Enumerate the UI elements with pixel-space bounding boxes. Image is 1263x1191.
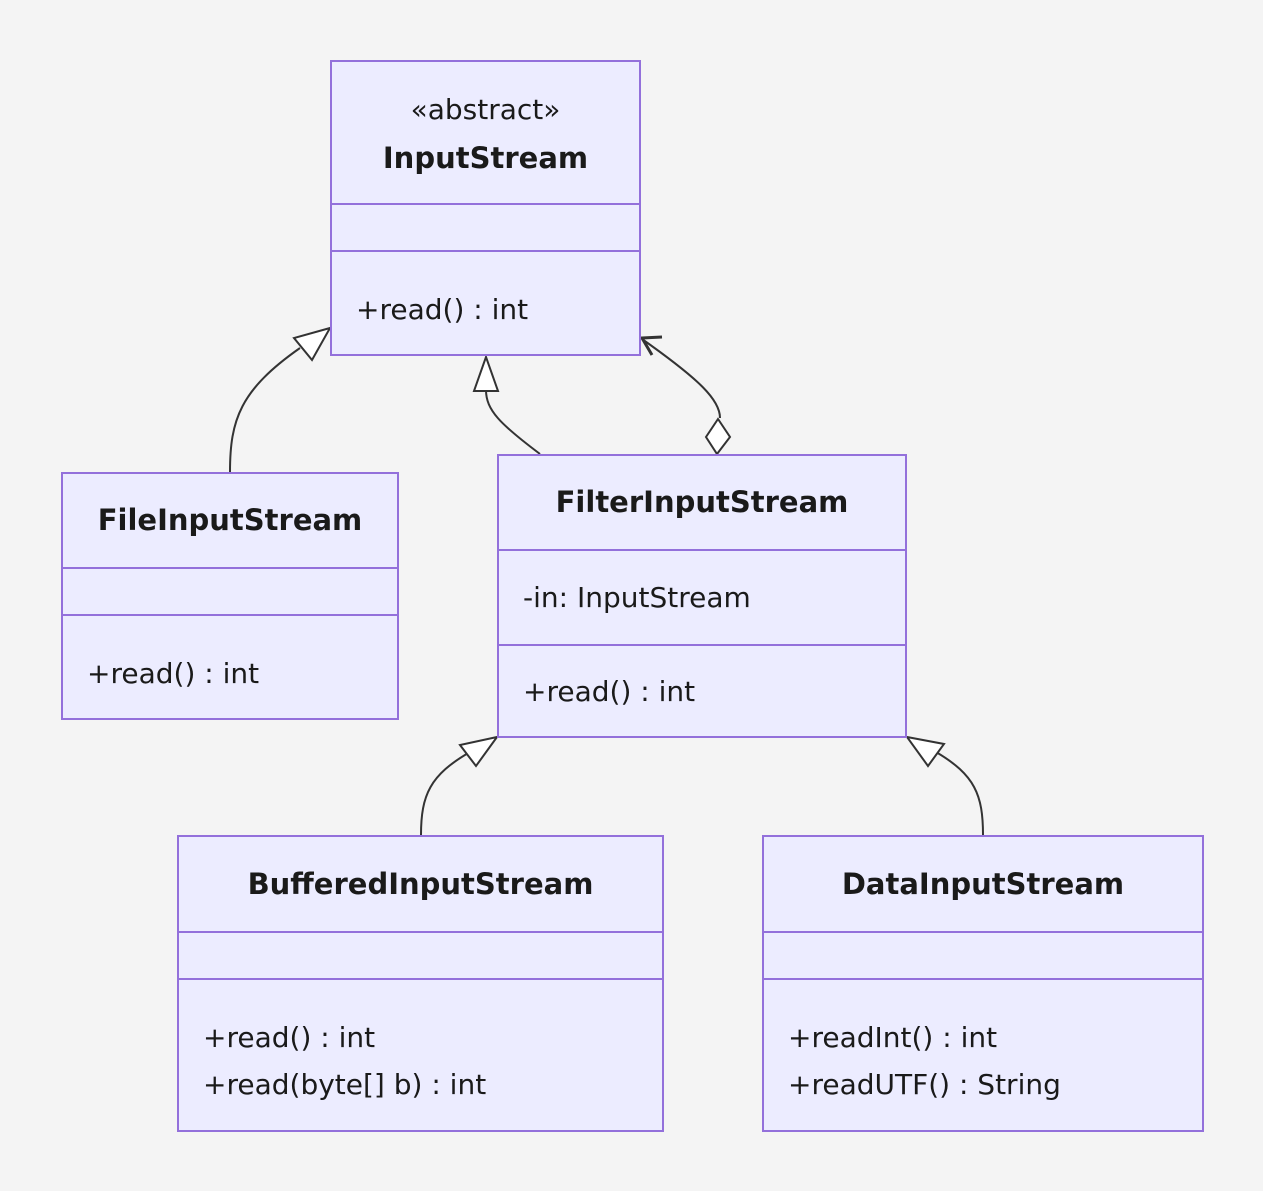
methods-compartment: +read() : int: [63, 616, 397, 718]
aggregation-diamond-icon: [704, 417, 732, 456]
compartment-divider: [764, 978, 1202, 980]
inheritance-arrowhead-icon: [904, 735, 946, 768]
class-datainputstream[interactable]: DataInputStream +readInt() : int +readUT…: [762, 835, 1204, 1132]
methods-compartment: +read() : int +read(byte[] b) : int: [179, 980, 662, 1130]
methods-compartment: +read() : int: [332, 252, 639, 354]
inheritance-arrowhead-icon: [292, 326, 333, 362]
attributes-compartment: [332, 205, 639, 250]
method-item: +readUTF() : String: [788, 1068, 1061, 1101]
method-item: +read() : int: [523, 675, 696, 708]
edge-fileinputstream-to-inputstream: [229, 347, 301, 473]
methods-compartment: +readInt() : int +readUTF() : String: [764, 980, 1202, 1130]
class-name: DataInputStream: [841, 867, 1125, 901]
methods-compartment: +read() : int: [499, 646, 905, 736]
attributes-compartment: -in: InputStream: [499, 551, 905, 644]
edge-filterinputstream-to-inputstream: [485, 389, 541, 455]
compartment-divider: [179, 978, 662, 980]
compartment-divider: [499, 644, 905, 646]
attributes-compartment: [63, 569, 397, 614]
class-name: BufferedInputStream: [247, 867, 594, 901]
compartment-divider: [63, 614, 397, 616]
edge-filterinputstream-aggregates-inputstream: [641, 338, 721, 419]
method-item: +read() : int: [203, 1021, 376, 1054]
class-name: FilterInputStream: [555, 485, 849, 519]
inheritance-arrowhead-icon: [458, 735, 500, 768]
compartment-divider: [332, 250, 639, 252]
inheritance-arrowhead-icon: [472, 353, 500, 392]
compartment-divider: [332, 203, 639, 205]
class-name: FileInputStream: [97, 503, 363, 537]
compartment-divider: [179, 931, 662, 933]
attributes-compartment: [179, 933, 662, 978]
class-inputstream[interactable]: «abstract» InputStream +read() : int: [330, 60, 641, 356]
class-stereotype: «abstract»: [410, 93, 561, 126]
compartment-divider: [764, 931, 1202, 933]
attribute-item: -in: InputStream: [523, 581, 751, 614]
attributes-compartment: [764, 933, 1202, 978]
compartment-divider: [63, 567, 397, 569]
open-arrowhead-icon: [639, 335, 663, 356]
edge-bufferedinputstream-to-filterinputstream: [420, 751, 471, 836]
method-item: +read() : int: [356, 293, 529, 326]
class-filterinputstream[interactable]: FilterInputStream -in: InputStream +read…: [497, 454, 907, 738]
edge-datainputstream-to-filterinputstream: [935, 751, 984, 836]
class-fileinputstream[interactable]: FileInputStream +read() : int: [61, 472, 399, 720]
compartment-divider: [499, 549, 905, 551]
method-item: +read() : int: [87, 657, 260, 690]
class-name: InputStream: [382, 141, 589, 175]
class-bufferedinputstream[interactable]: BufferedInputStream +read() : int +read(…: [177, 835, 664, 1132]
method-item: +read(byte[] b) : int: [203, 1068, 487, 1101]
method-item: +readInt() : int: [788, 1021, 998, 1054]
